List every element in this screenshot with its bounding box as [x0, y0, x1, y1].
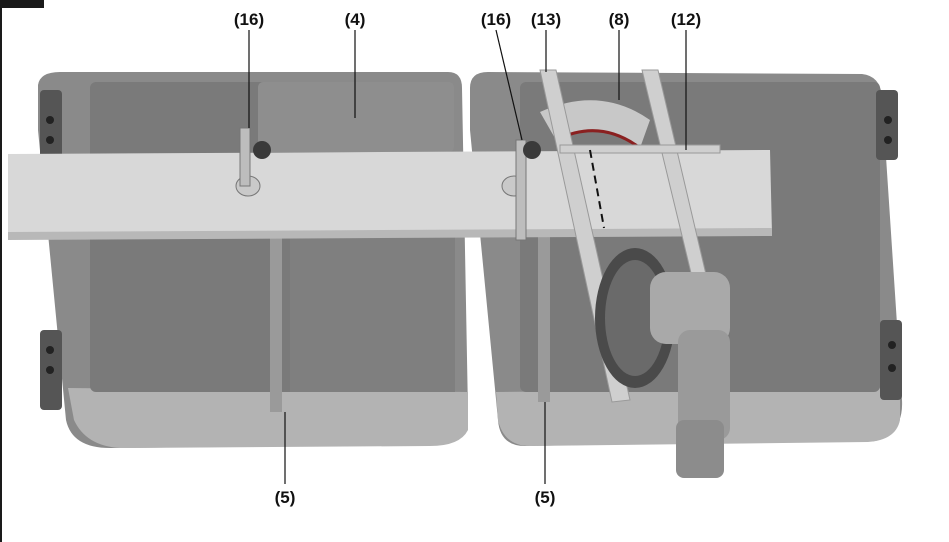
- storage-compartment: [290, 232, 455, 392]
- callout-angle-guide: (8): [608, 10, 630, 29]
- callout-clamp-right: (16): [480, 10, 512, 29]
- saw-battery: [676, 420, 724, 478]
- clamp-right: [501, 139, 541, 241]
- frame-left-border: [0, 0, 2, 542]
- circular-saw: [595, 248, 730, 478]
- callout-clamp-left: (16): [233, 10, 265, 29]
- case-left-half: [38, 72, 468, 448]
- rail-slot-left: [270, 232, 282, 412]
- corner-tab: [0, 0, 44, 8]
- workpiece-board: [8, 150, 772, 240]
- callout-storage-lid: (4): [344, 10, 366, 29]
- callout-parallel-rail: (12): [670, 10, 702, 29]
- storage-lid: [258, 82, 454, 152]
- callout-guide-rail: (13): [530, 10, 562, 29]
- rail-slot-right: [538, 232, 550, 402]
- callout-rail-slot-right: (5): [534, 488, 556, 507]
- callout-rail-slot-left: (5): [274, 488, 296, 507]
- clamp-left: [235, 127, 271, 197]
- cut-line: [589, 149, 605, 229]
- leader-lines: [248, 29, 687, 484]
